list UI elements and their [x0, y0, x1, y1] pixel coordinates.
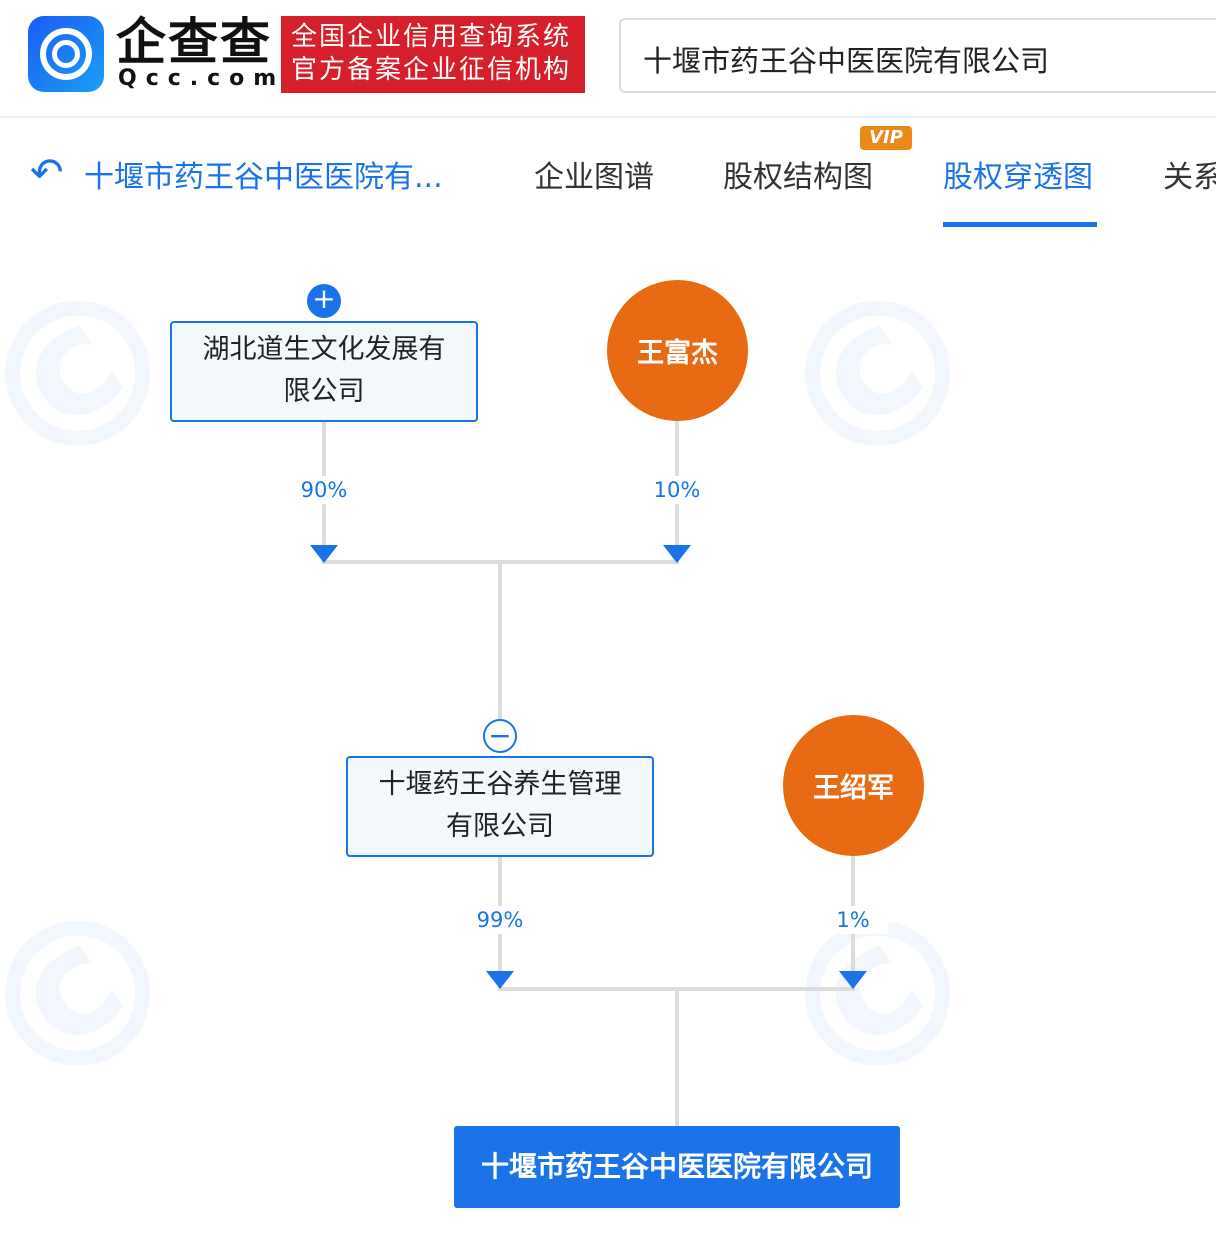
- arrow-down-icon: [839, 971, 867, 989]
- node-yangsheng[interactable]: 十堰药王谷养生管理 有限公司: [346, 756, 654, 857]
- node-label: 有限公司: [446, 811, 554, 842]
- tab-relations[interactable]: 关系: [1163, 160, 1216, 195]
- pct-label: 1%: [818, 906, 888, 934]
- logo-subtext: Qcc.com: [118, 66, 286, 91]
- qcc-logo-icon[interactable]: [28, 16, 104, 92]
- edge-line: [675, 987, 679, 1127]
- node-person-wang-shaojun[interactable]: 王绍军: [783, 715, 924, 856]
- tab-equity-penetration[interactable]: 股权穿透图: [943, 160, 1093, 195]
- arrow-down-icon: [663, 545, 691, 563]
- watermark: ©: [0, 843, 229, 1150]
- active-tab-indicator: [943, 222, 1097, 227]
- back-arrow-icon[interactable]: ↶: [30, 150, 64, 196]
- watermark: ©: [731, 843, 1029, 1150]
- logo-text: 企查查: [116, 13, 272, 71]
- node-hubei-daosheng[interactable]: 湖北道生文化发展有 限公司: [170, 321, 478, 422]
- badge-line2: 官方备案企业征信机构: [291, 55, 572, 85]
- pct-label: 90%: [289, 476, 359, 504]
- tab-equity-structure[interactable]: 股权结构图: [723, 160, 873, 195]
- node-target-company[interactable]: 十堰市药王谷中医医院有限公司: [454, 1126, 900, 1208]
- node-label: 限公司: [283, 376, 365, 407]
- pct-label: 99%: [465, 906, 535, 934]
- edge-line: [498, 560, 502, 740]
- expand-icon[interactable]: +: [307, 284, 341, 318]
- watermark: ©: [731, 223, 1029, 530]
- vip-badge: VIP: [860, 126, 912, 150]
- search-input[interactable]: 十堰市药王谷中医医院有限公司: [619, 18, 1216, 93]
- badge-line1: 全国企业信用查询系统: [291, 22, 572, 52]
- node-label: 湖北道生文化发展有: [202, 334, 446, 365]
- tab-enterprise-graph[interactable]: 企业图谱: [534, 160, 654, 195]
- arrow-down-icon: [486, 971, 514, 989]
- pct-label: 10%: [642, 476, 712, 504]
- arrow-down-icon: [310, 545, 338, 563]
- collapse-icon[interactable]: −: [483, 719, 517, 753]
- official-badge: 全国企业信用查询系统 官方备案企业征信机构: [281, 16, 585, 93]
- company-title-link[interactable]: 十堰市药王谷中医医院有...: [84, 160, 443, 195]
- node-label: 十堰药王谷养生管理: [378, 769, 622, 800]
- node-person-wang-fujie[interactable]: 王富杰: [607, 280, 748, 421]
